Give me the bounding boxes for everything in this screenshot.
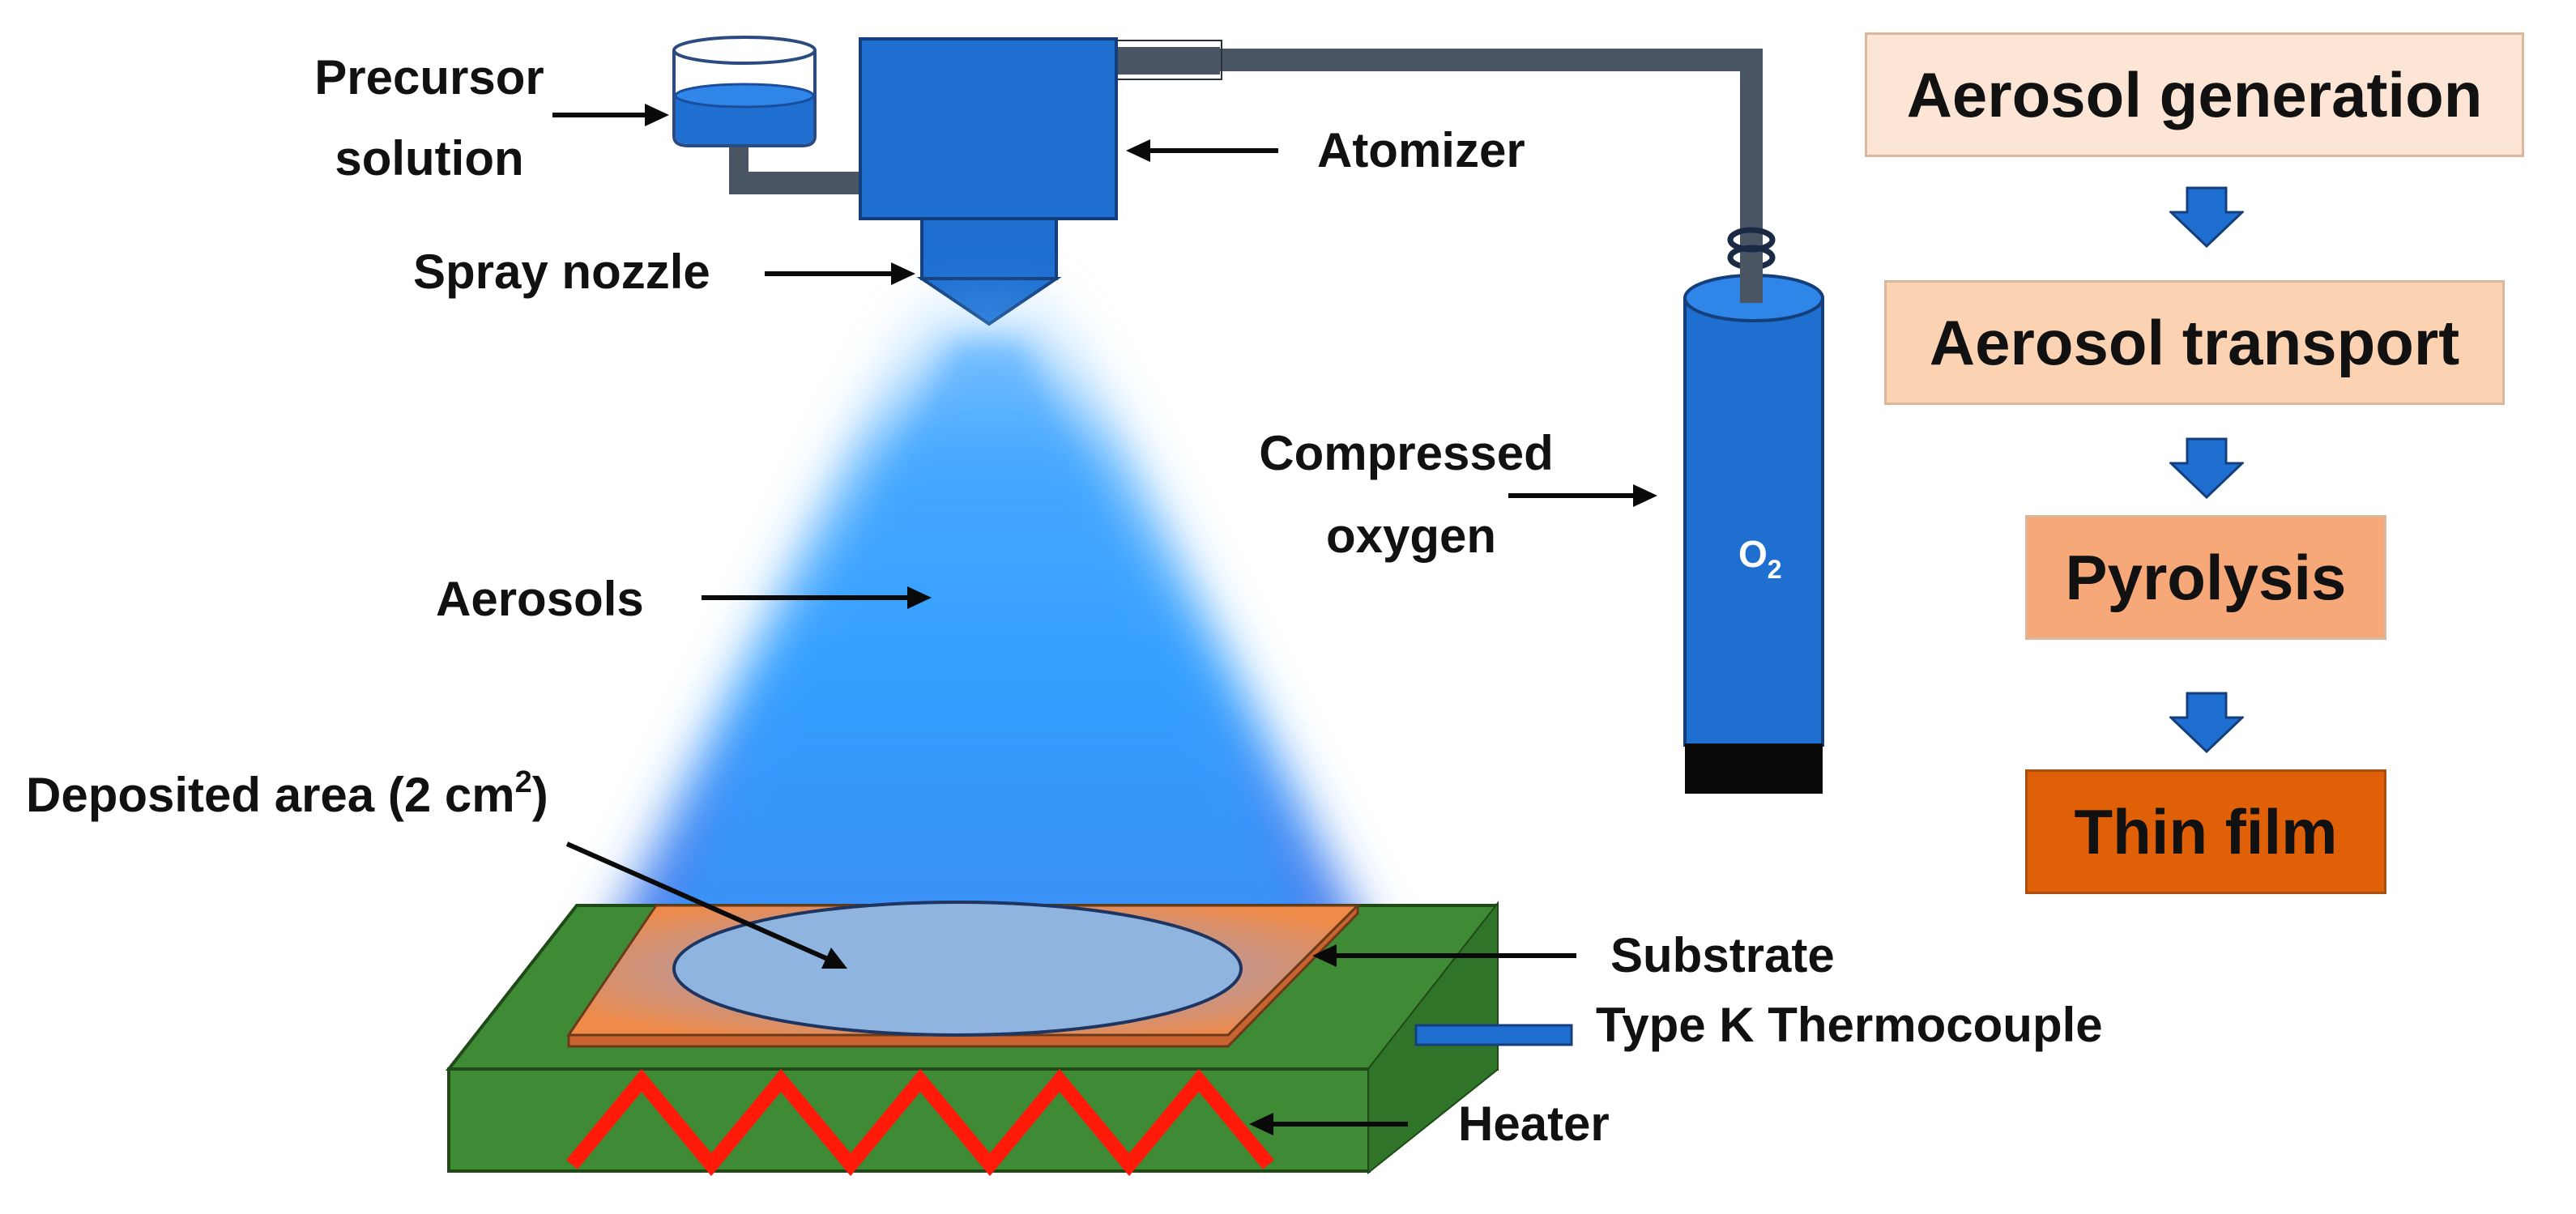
step-pyrolysis: Pyrolysis	[2025, 515, 2386, 640]
label-substrate: Substrate	[1610, 928, 1835, 982]
aerosol-spray-cone	[599, 292, 1377, 956]
pointer-arrows	[552, 104, 1657, 1135]
label-compressed-line1: Compressed	[1259, 426, 1553, 480]
deposited-area-close: )	[532, 768, 548, 822]
step-thin-film: Thin film	[2025, 769, 2386, 894]
label-o2: O2	[1738, 533, 1782, 584]
label-spray-nozzle: Spray nozzle	[413, 245, 710, 299]
label-compressed-line2: oxygen	[1326, 509, 1496, 563]
thermocouple-probe	[1414, 1024, 1573, 1046]
precursor-beaker	[672, 36, 817, 147]
label-heater: Heater	[1458, 1097, 1610, 1151]
o2-subscript: 2	[1768, 555, 1782, 584]
label-atomizer: Atomizer	[1317, 123, 1525, 177]
atomizer-body	[859, 37, 1118, 220]
step-aerosol-transport: Aerosol transport	[1884, 280, 2505, 405]
label-precursor-line2: solution	[335, 131, 523, 185]
flow-arrow-down-icon	[2169, 692, 2244, 753]
label-thermocouple: Type K Thermocouple	[1596, 998, 2103, 1052]
step-aerosol-generation: Aerosol generation	[1865, 32, 2524, 157]
step-label: Aerosol generation	[1906, 58, 2483, 130]
label-deposited-area: Deposited area (2 cm2)	[26, 765, 548, 822]
flow-arrow-down-icon	[2169, 437, 2244, 499]
oxygen-pipe	[1107, 40, 1763, 233]
step-label: Thin film	[2074, 795, 2338, 867]
flow-arrow-down-icon	[2169, 186, 2244, 248]
oxygen-cylinder	[1683, 219, 1824, 794]
deposited-area-superscript: 2	[515, 765, 532, 799]
o2-base: O	[1738, 533, 1768, 575]
label-precursor-line1: Precursor	[314, 50, 544, 104]
deposited-area-text: Deposited area (2 cm	[26, 768, 515, 822]
label-aerosols: Aerosols	[436, 572, 644, 626]
step-label: Pyrolysis	[2065, 541, 2347, 613]
heater-coil	[566, 1068, 1274, 1177]
deposited-area	[672, 901, 1243, 1037]
step-label: Aerosol transport	[1929, 306, 2460, 378]
